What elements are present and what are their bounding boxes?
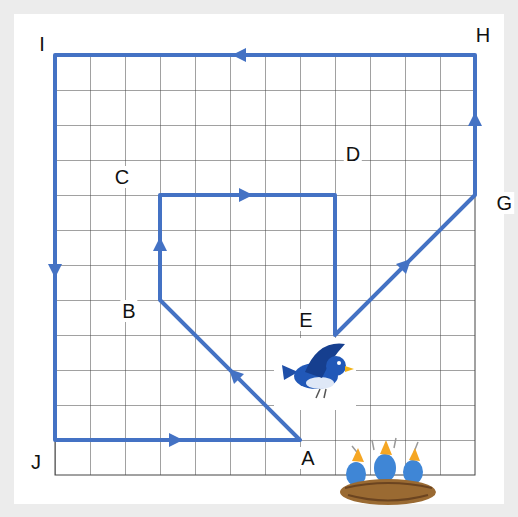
- point-letter: E: [297, 309, 314, 331]
- point-letter: C: [113, 166, 131, 188]
- point-letter: B: [120, 300, 137, 322]
- point-letter: I: [37, 33, 47, 55]
- point-letter: D: [344, 143, 362, 165]
- grid: [55, 55, 475, 475]
- point-letter: H: [474, 24, 492, 46]
- grid-border: [55, 55, 475, 475]
- flight-path: [55, 55, 475, 440]
- bird-picture: [274, 338, 356, 410]
- path-arrows: [48, 48, 482, 447]
- point-letter: A: [299, 447, 316, 469]
- nest-picture: [340, 438, 436, 505]
- point-letter: G: [494, 192, 514, 214]
- paper: [14, 14, 504, 504]
- point-letter: J: [29, 451, 43, 473]
